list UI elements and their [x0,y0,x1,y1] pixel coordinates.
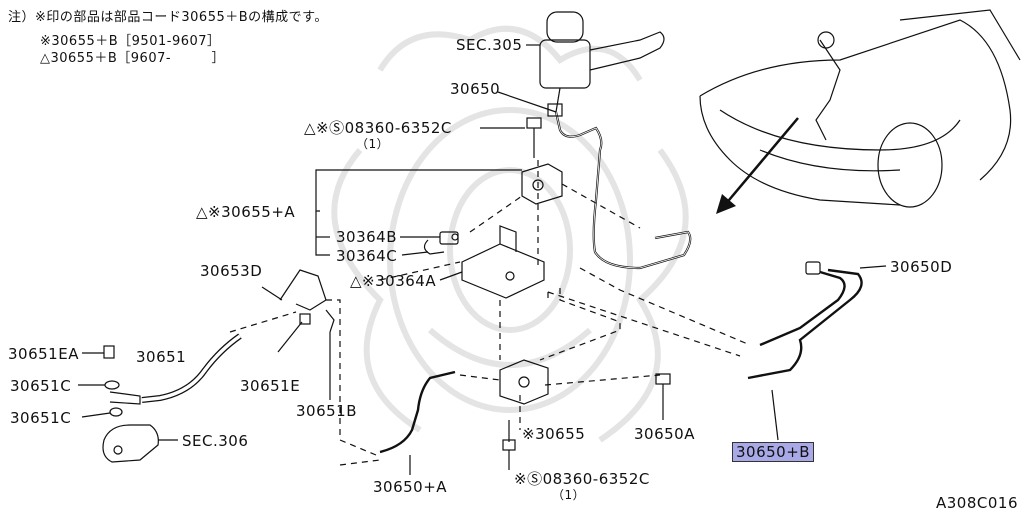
label-30650-plus-a[interactable]: 30650+A [373,478,448,496]
label-30655a[interactable]: △※30655+A [196,203,296,221]
junction-block-lower [499,359,549,405]
label-30655[interactable]: ※30655 [522,425,586,443]
bracket-30364A [461,225,545,299]
bracket-30653D [261,269,327,311]
label-30650a[interactable]: 30650A [634,425,695,443]
clip-30364 [423,231,459,255]
label-30364b[interactable]: 30364B [336,228,398,246]
junction-block-upper [521,163,563,205]
note-line-1: 注）※印の部品は部品コード30655＋Bの構成です。 [8,10,328,25]
label-30650d[interactable]: 30650D [890,258,953,276]
label-sec305[interactable]: SEC.305 [456,36,523,54]
label-30364c[interactable]: 30364C [336,247,398,265]
label-30651c-2[interactable]: 30651C [10,409,72,427]
label-30364a[interactable]: △※30364A [350,272,437,290]
bolt-30650A [655,373,671,420]
pipe-30650-plus-a [379,370,456,454]
pipe-30650 [554,111,692,270]
label-bolt-top[interactable]: △※Ⓢ08360-6352C [304,119,452,137]
direction-arrow [716,194,736,214]
car-illustration [699,9,1021,208]
label-30653d[interactable]: 30653D [200,262,263,280]
label-bolt-bottom-qty: （1） [552,488,586,502]
label-bolt-bottom[interactable]: ※Ⓢ08360-6352C [514,470,650,488]
label-30650b-highlighted[interactable]: 30650+B [732,442,815,462]
note-line-2: ※30655＋B［9501-9607］ [40,34,221,49]
label-30650-top[interactable]: 30650 [450,80,501,98]
label-sec306[interactable]: SEC.306 [182,432,249,450]
operating-cylinder [102,424,178,463]
label-30651e[interactable]: 30651E [240,377,301,395]
master-cylinder [526,11,665,113]
label-30651[interactable]: 30651 [136,348,187,366]
pipe-30650-plus-b [759,270,846,347]
diagram-code: A308C016 [936,494,1018,512]
label-30651b[interactable]: 30651B [296,402,358,420]
label-30651ea[interactable]: 30651EA [8,345,79,363]
note-line-3: △30655＋B［9607- ］ [40,51,226,66]
label-30651c-1[interactable]: 30651C [10,377,72,395]
label-bolt-top-qty: （1） [356,137,390,151]
bolt-bottom [502,420,516,470]
bolt-top [480,117,542,158]
